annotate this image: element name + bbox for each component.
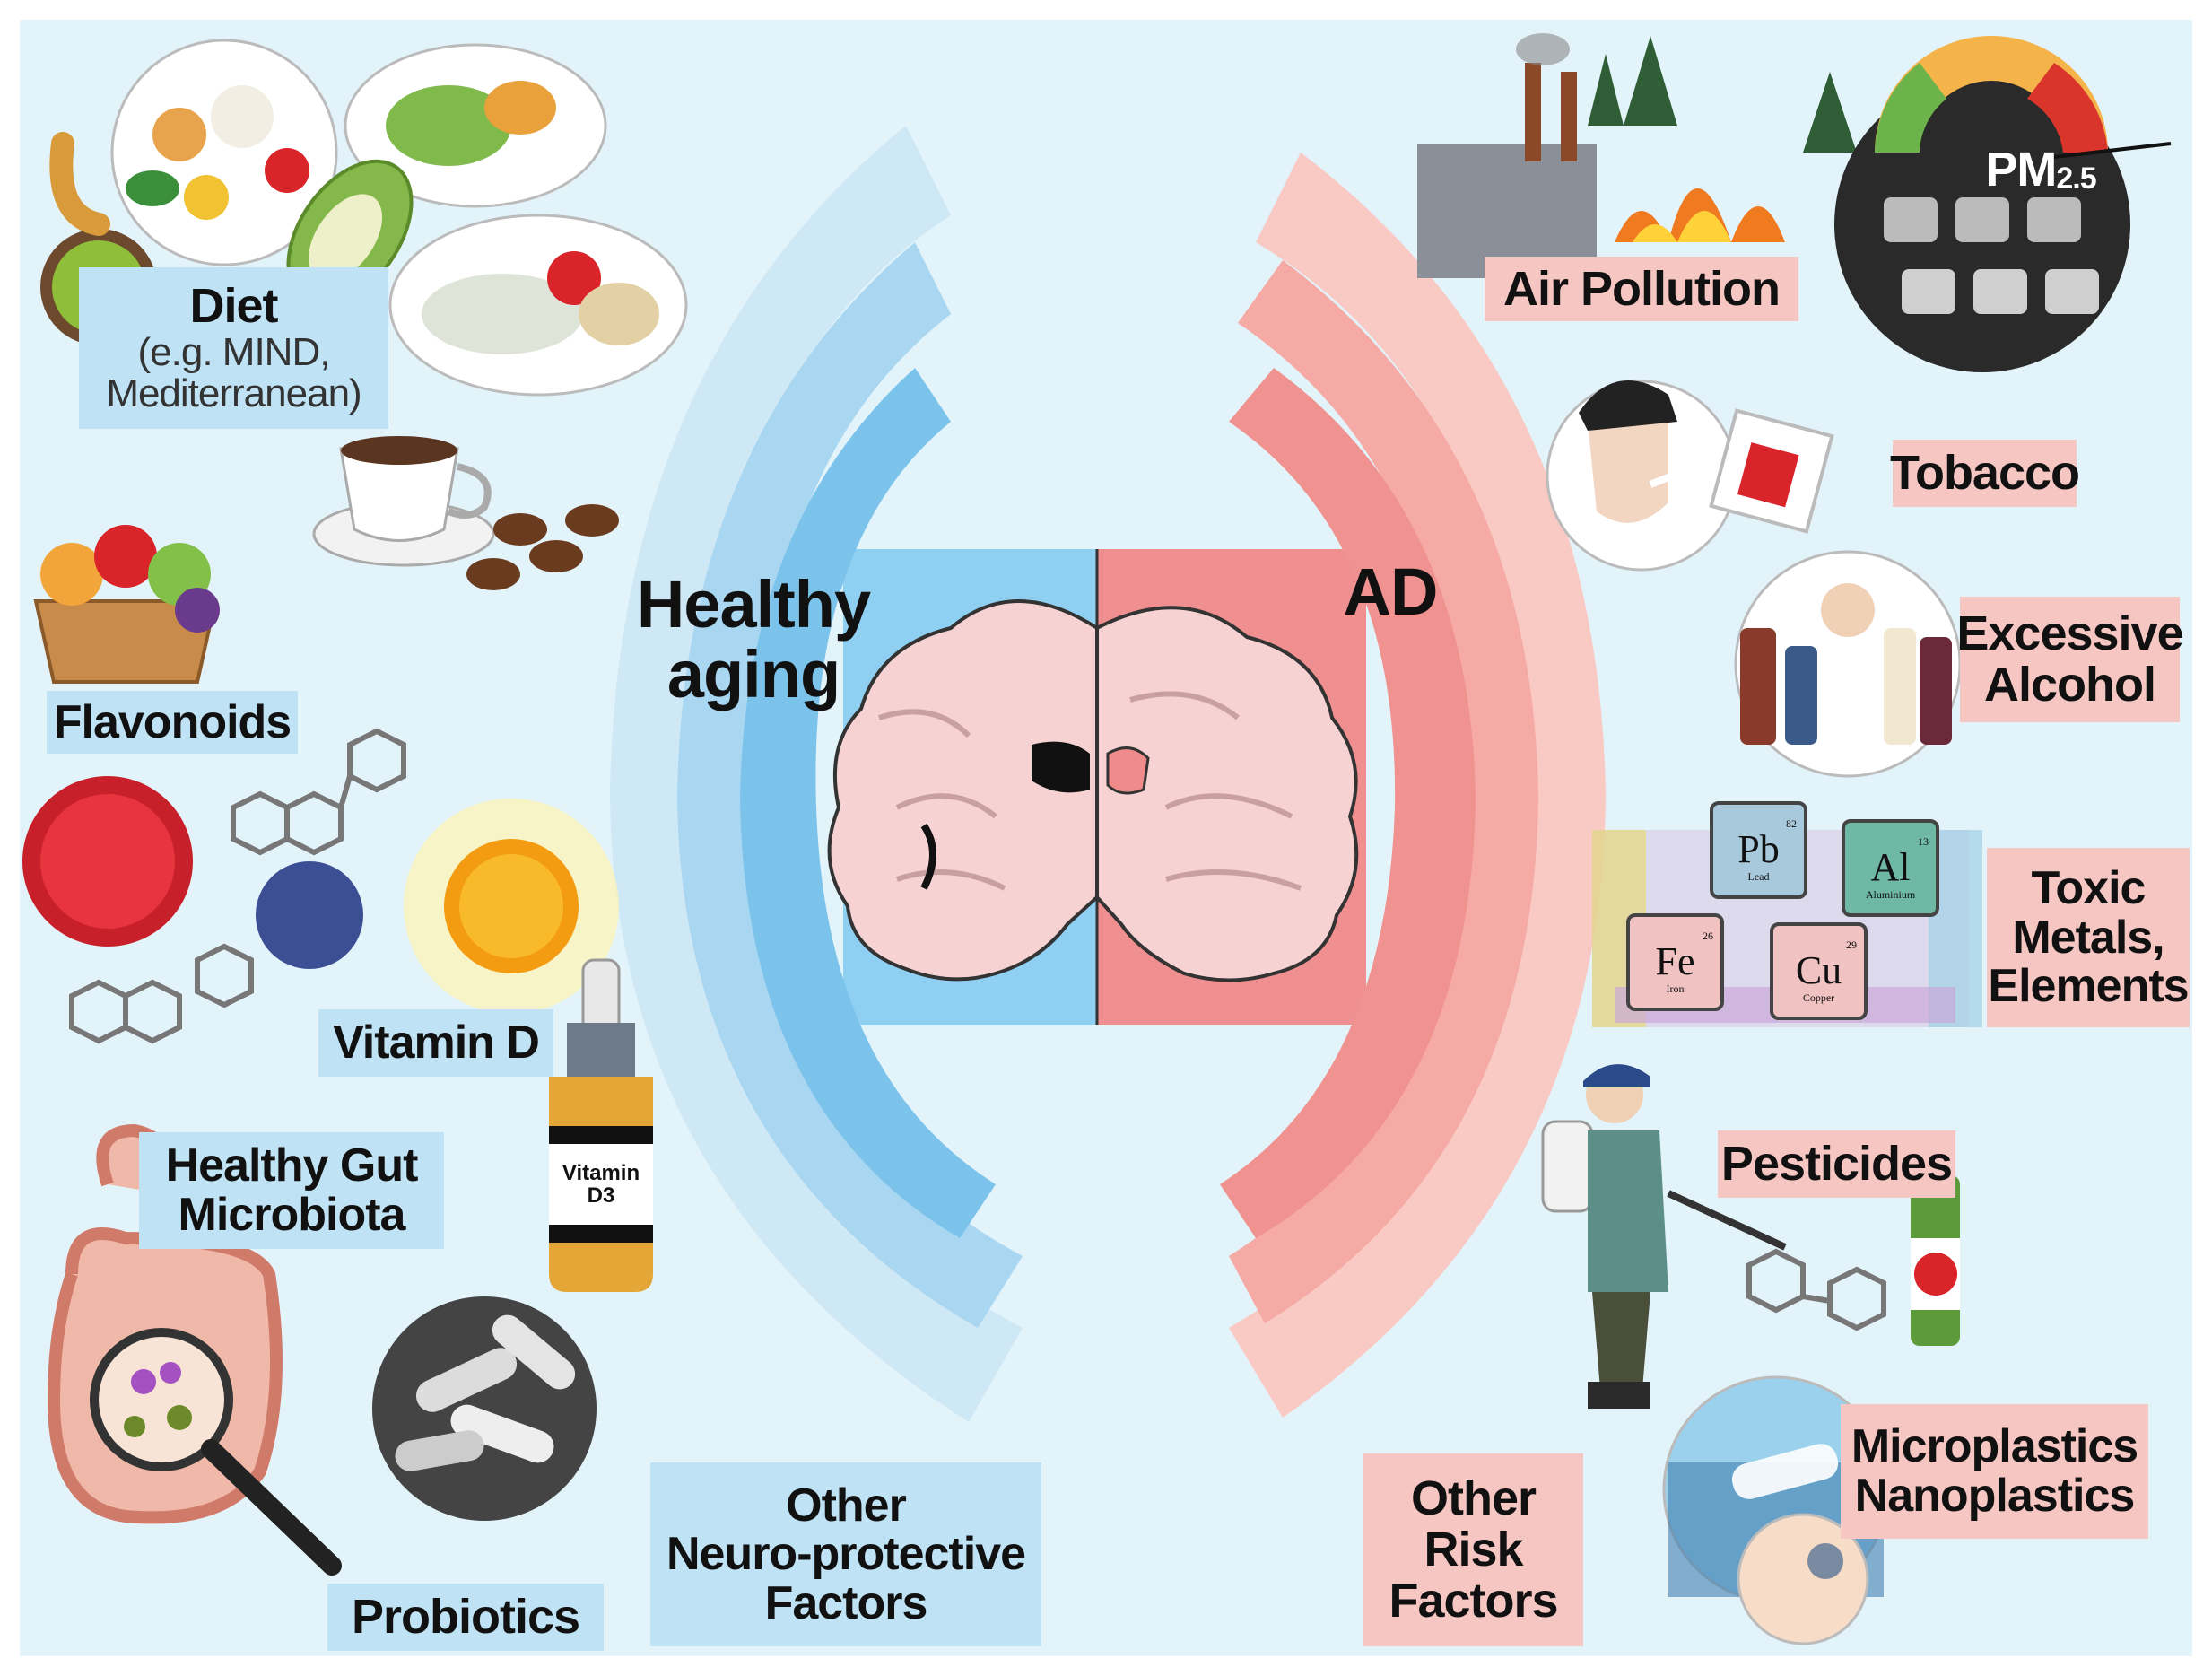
pm-gauge-icon bbox=[1875, 36, 2172, 159]
air-pollution-illustration bbox=[1417, 33, 1857, 278]
pesticide-molecule-icon bbox=[1746, 1248, 1886, 1331]
brain-illustration bbox=[827, 599, 1359, 982]
element-tile-cu bbox=[1770, 922, 1868, 1020]
pm-subscript: 2.5 bbox=[2056, 161, 2096, 196]
alcohol-label: Excessive Alcohol bbox=[1956, 597, 2184, 722]
pm-main: PM bbox=[1985, 143, 2057, 197]
diet-title: Diet bbox=[189, 279, 278, 334]
tobacco-label: Tobacco bbox=[1890, 440, 2080, 507]
probiotics-illustration bbox=[372, 1296, 597, 1521]
other-risk-label: Other Risk Factors bbox=[1363, 1453, 1583, 1646]
diet-detail-line-1: (e.g. MIND, bbox=[137, 330, 331, 375]
flavonoid-molecule-icon bbox=[69, 728, 406, 1044]
protective-arcs bbox=[610, 126, 1023, 1422]
pink-arc-outer bbox=[1229, 153, 1606, 1418]
ad-label: AD bbox=[1343, 554, 1439, 630]
healthy-aging-line-2: aging bbox=[666, 636, 840, 711]
microplastics-illustration bbox=[1662, 1375, 1890, 1645]
pesticides-label: Pesticides bbox=[1718, 1130, 1955, 1198]
probiotics-label: Probiotics bbox=[327, 1584, 604, 1651]
element-fe: 26 Fe Iron bbox=[1655, 929, 1714, 995]
vitamin-bottle-label: Vitamin D3 bbox=[562, 1160, 640, 1208]
other-protective-label: Other Neuro-protective Factors bbox=[650, 1462, 1041, 1646]
toxic-metals-label: Toxic Metals, Elements bbox=[1987, 848, 2190, 1027]
pomegranate-illustration bbox=[22, 776, 363, 969]
flavonoids-label: Flavonoids bbox=[47, 691, 298, 754]
blue-arc-middle bbox=[677, 242, 1023, 1328]
plastics-label: Microplastics Nanoplastics bbox=[1841, 1404, 2148, 1539]
pesticide-sprayer-illustration bbox=[1541, 1064, 1960, 1409]
pm-gauge-label: PM 2.5 bbox=[1960, 133, 2121, 196]
element-al: 13 Al Aluminium bbox=[1865, 834, 1929, 901]
blue-arc-inner bbox=[740, 368, 996, 1238]
gut-illustration bbox=[47, 1123, 342, 1576]
risk-arcs bbox=[1220, 153, 1606, 1418]
blue-arc-outer bbox=[610, 126, 1023, 1422]
smoking-illustration bbox=[1546, 380, 1834, 572]
diet-label: Diet (e.g. MIND, Mediterranean) bbox=[79, 267, 388, 429]
pink-arc-middle bbox=[1229, 260, 1538, 1323]
element-cu: 29 Cu Copper bbox=[1795, 938, 1857, 1004]
alcohol-illustration bbox=[1734, 550, 1962, 778]
healthy-aging-label: Healthy aging bbox=[619, 543, 888, 736]
sun-icon bbox=[404, 799, 619, 1014]
periodic-table-illustration bbox=[1592, 801, 1982, 1027]
element-tile-pb bbox=[1710, 801, 1807, 899]
fruit-basket-illustration bbox=[33, 525, 220, 684]
vitamin-d-label: Vitamin D bbox=[318, 1009, 553, 1077]
brain-left-half bbox=[827, 599, 1099, 982]
element-tile-al bbox=[1842, 819, 1939, 917]
air-pollution-label: Air Pollution bbox=[1485, 257, 1798, 321]
gut-label: Healthy Gut Microbiota bbox=[139, 1132, 444, 1249]
vitamin-bottle-illustration bbox=[549, 958, 653, 1292]
healthy-aging-line-1: Healthy bbox=[636, 566, 871, 642]
coffee-illustration bbox=[312, 436, 619, 590]
diet-detail-line-2: Mediterranean) bbox=[106, 371, 361, 416]
element-tile-fe bbox=[1626, 913, 1724, 1011]
element-pb: 82 Pb Lead bbox=[1737, 816, 1797, 883]
pink-arc-inner bbox=[1220, 368, 1476, 1238]
